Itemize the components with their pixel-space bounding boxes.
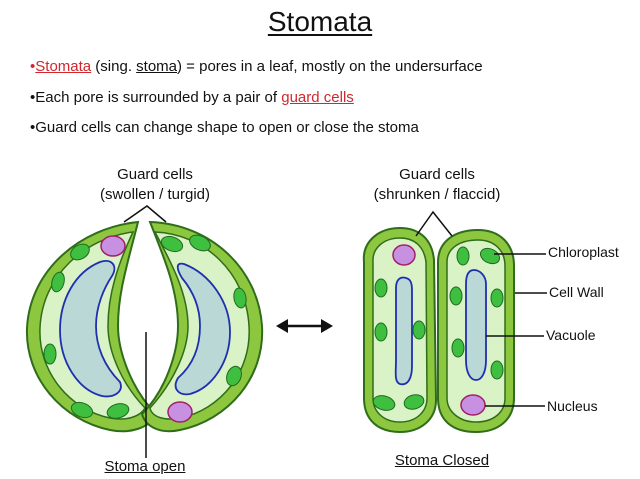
bullet-text: •Each pore is surrounded by a pair of [30,89,282,106]
chloroplast [403,394,425,410]
open-left-chloroplasts [43,243,130,419]
term-guard-cells: guard cells [281,89,354,106]
chloroplast [43,343,57,365]
bullet-mark: • [30,58,36,75]
closed-guard-cells-sub: (shrunken / flaccid) [373,186,501,203]
stoma-closed-caption: Stoma Closed [394,452,490,469]
bullet-guard-cells: •Each pore is surrounded by a pair of gu… [30,89,354,106]
double-arrow-icon [276,319,333,333]
closed-left-nucleus [392,244,416,266]
bullet-text: ) = pores in a leaf, mostly on the under… [177,58,483,75]
chloroplast [490,360,504,380]
bullet-shape-change: •Guard cells can change shape to open or… [30,119,419,136]
chloroplast [106,403,130,419]
chloroplast [70,243,90,261]
open-left-nucleus [100,235,126,257]
closed-left-chloroplasts [372,278,426,411]
closed-guard-cells-label: Guard cells [399,166,475,183]
term-stoma: stoma [136,58,178,75]
bullet-definition: •Stomata (sing. stoma) = pores in a leaf… [30,58,483,75]
chloroplast [449,286,463,306]
closed-right-chloroplasts [449,246,504,380]
open-guard-pointer [123,205,167,223]
chloroplast [479,247,501,265]
chloroplast [374,322,388,342]
bullet-text: •Guard cells can change shape to open or… [30,119,419,136]
chloroplast [412,320,426,340]
label-cell-wall: Cell Wall [549,284,604,300]
chloroplast [233,287,247,309]
page-title: Stomata [267,6,373,37]
open-guard-cells-label: Guard cells [117,166,193,183]
open-stoma [25,205,264,458]
stoma-open-caption: Stoma open [104,458,186,475]
chloroplast [226,365,242,387]
closed-right-vacuole [465,269,487,381]
bullet-text: (sing. [91,58,137,75]
chloroplast [451,338,465,358]
chloroplast [189,234,211,252]
open-right-nucleus [167,401,193,423]
label-vacuole: Vacuole [546,327,596,343]
closed-left-vacuole [394,276,413,386]
chloroplast [456,246,470,266]
open-left-vacuole [59,260,122,398]
label-nucleus: Nucleus [547,398,598,414]
chloroplast [160,235,184,253]
chloroplast [490,288,504,308]
open-right-chloroplasts [160,234,247,387]
chloroplast [372,395,396,411]
term-stomata: Stomata [35,58,92,75]
closed-guard-pointer [415,210,453,237]
open-guard-cells-sub: (swollen / turgid) [99,186,211,203]
label-chloroplast: Chloroplast [548,244,619,260]
chloroplast [70,401,94,419]
chloroplast [51,271,65,293]
open-right-vacuole [174,262,231,396]
closed-right-nucleus [460,394,486,416]
closed-stoma [362,210,547,434]
chloroplast [374,278,388,298]
